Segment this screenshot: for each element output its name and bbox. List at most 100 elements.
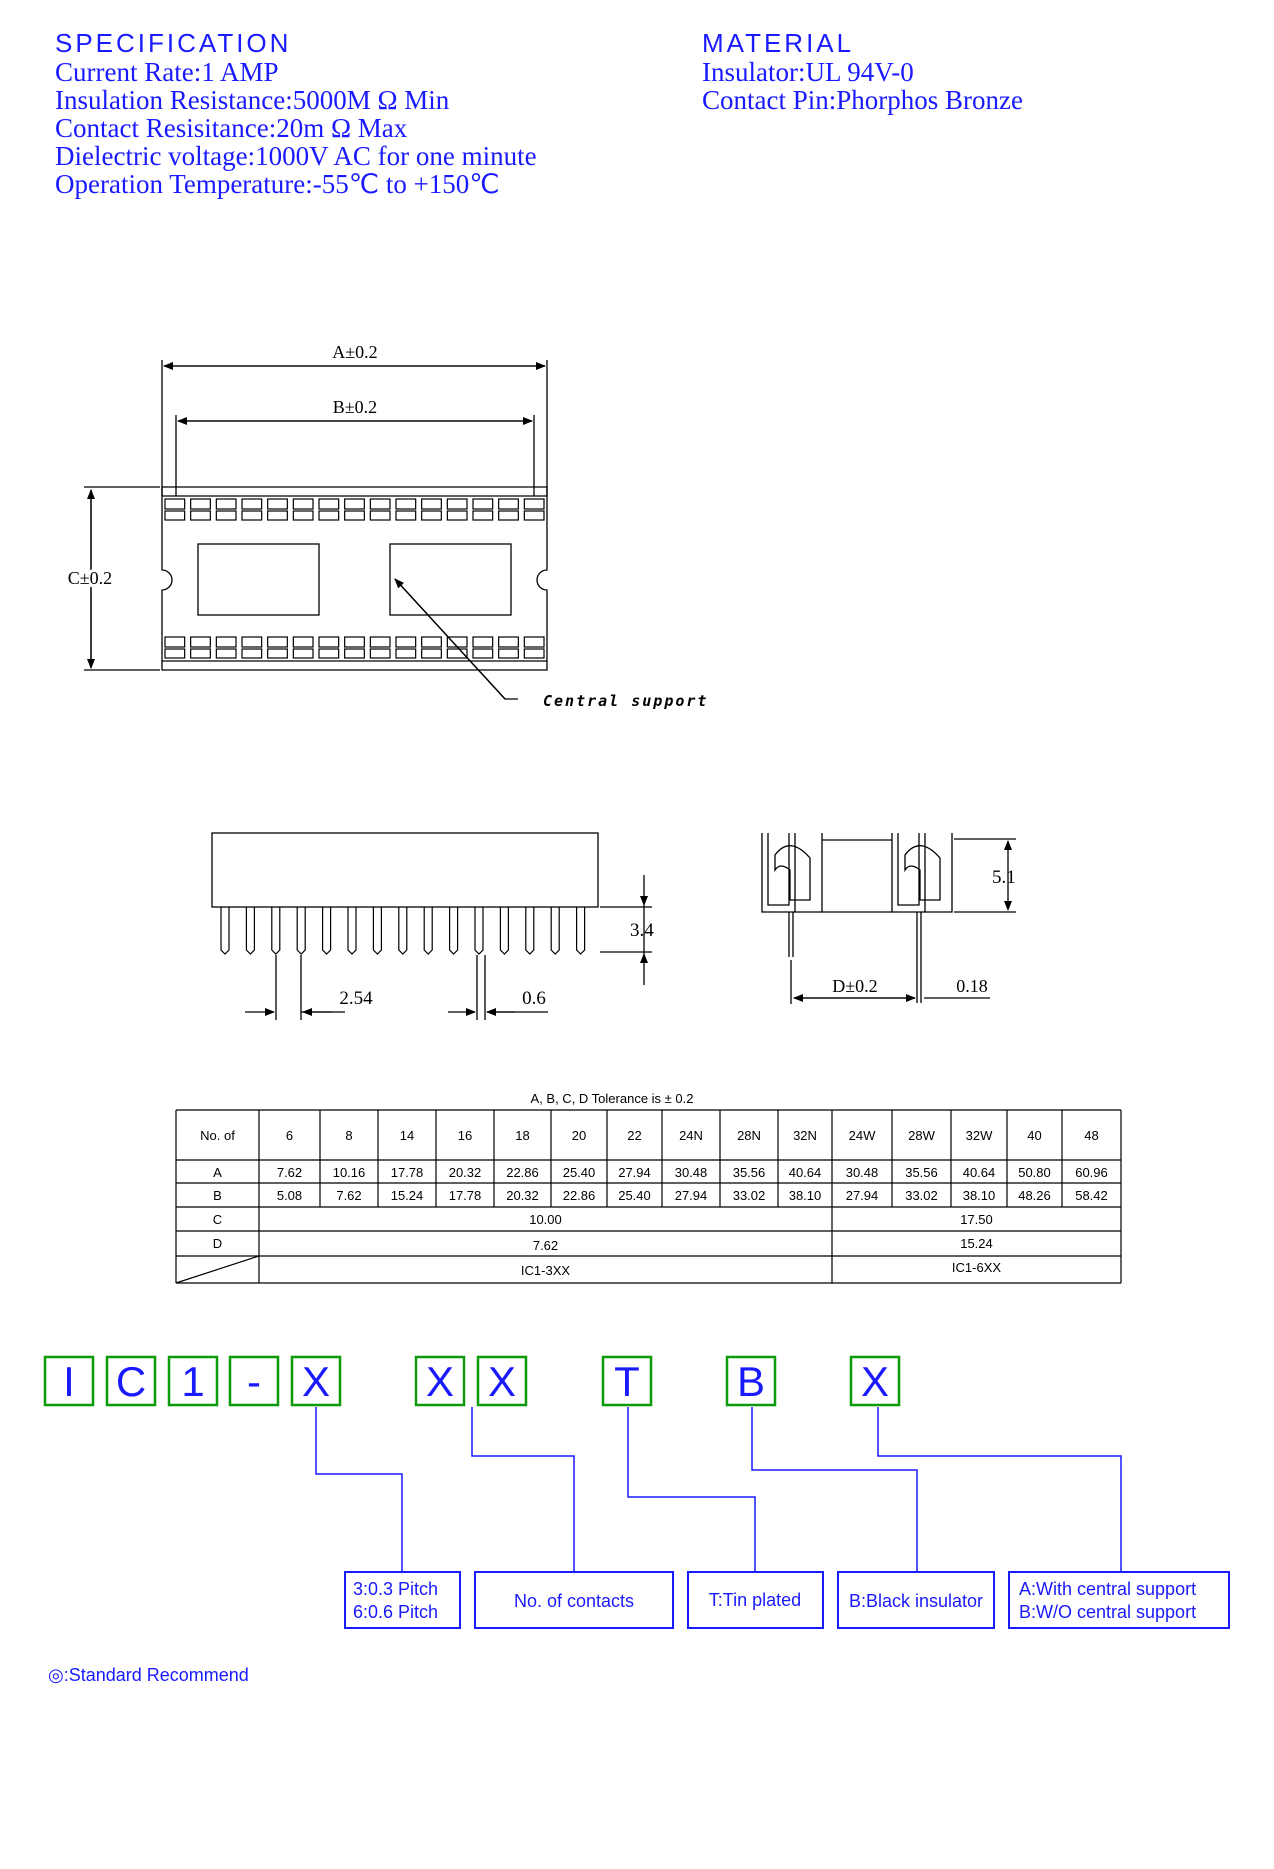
side-pin bbox=[398, 907, 408, 955]
side-pin bbox=[347, 907, 357, 955]
table-row-d-label: D bbox=[213, 1236, 222, 1251]
side-pin bbox=[220, 907, 230, 955]
pin-width-label: 0.6 bbox=[522, 988, 546, 1009]
top-pin-cell-lower-lower bbox=[498, 648, 519, 659]
table-row-a-cell: 30.48 bbox=[675, 1165, 708, 1180]
side-pin bbox=[271, 907, 281, 955]
top-pin-cell-upper-lower bbox=[215, 510, 237, 521]
top-view-pin-cells bbox=[164, 498, 545, 659]
part-code-box bbox=[725, 1355, 777, 1407]
part-code-box bbox=[290, 1355, 342, 1407]
top-pin-cell-lower bbox=[318, 636, 340, 648]
part-code-box bbox=[476, 1355, 528, 1407]
top-pin-cell-lower-lower bbox=[267, 648, 288, 659]
material-contact-pin: Contact Pin:Phorphos Bronze bbox=[702, 85, 1023, 115]
table-row-b-cell: 27.94 bbox=[846, 1188, 879, 1203]
height-label: 5.1 bbox=[992, 867, 1016, 888]
top-pin-cell-lower bbox=[369, 636, 391, 648]
table-series-wide: IC1-6XX bbox=[952, 1260, 1001, 1275]
tin-option-box bbox=[687, 1571, 824, 1629]
side-pin bbox=[245, 907, 255, 955]
top-pin-cell-lower bbox=[267, 636, 288, 648]
support-option-2: B:W/O central support bbox=[1019, 1602, 1196, 1622]
part-code-char: C bbox=[116, 1358, 146, 1405]
top-pin-cell-lower bbox=[446, 636, 468, 648]
top-pin-cell-lower bbox=[292, 636, 314, 648]
table-row-d-wide: 15.24 bbox=[960, 1236, 993, 1251]
table-series-narrow: IC1-3XX bbox=[521, 1263, 570, 1278]
part-code-box bbox=[43, 1355, 95, 1407]
table-row-a-cell: 40.64 bbox=[963, 1165, 996, 1180]
top-pin-cell-lower-lower bbox=[190, 648, 211, 659]
tin-option: T:Tin plated bbox=[709, 1590, 801, 1610]
table-header-cell: 24W bbox=[849, 1128, 876, 1143]
table-caption: A, B, C, D Tolerance is ± 0.2 bbox=[531, 1091, 694, 1106]
top-pin-cell-lower bbox=[241, 636, 263, 648]
table-row-a-cell: 35.56 bbox=[733, 1165, 766, 1180]
table-diagonal bbox=[175, 1255, 260, 1284]
top-pin-cell-upper bbox=[318, 498, 340, 510]
table-row-b-cell: 5.08 bbox=[277, 1188, 302, 1203]
side-pin bbox=[322, 907, 332, 955]
table-header-cell: 24N bbox=[679, 1128, 703, 1143]
table-header-cell: 28N bbox=[737, 1128, 761, 1143]
table-header-cell: 16 bbox=[458, 1128, 472, 1143]
part-code-connectors bbox=[315, 1407, 1122, 1571]
part-code-char: 1 bbox=[181, 1358, 204, 1405]
top-pin-cell-upper-lower bbox=[446, 510, 468, 521]
top-pin-cell-upper-lower bbox=[421, 510, 442, 521]
table-row-b-cell: 38.10 bbox=[963, 1188, 996, 1203]
insulator-option-box bbox=[837, 1571, 995, 1629]
top-pin-cell-upper-lower bbox=[241, 510, 263, 521]
top-pin-cell-upper bbox=[421, 498, 442, 510]
table-row-d-narrow: 7.62 bbox=[533, 1238, 558, 1253]
table-row-a-cell: 60.96 bbox=[1075, 1165, 1108, 1180]
top-pin-cell-lower bbox=[498, 636, 519, 648]
top-pin-cell-upper bbox=[523, 498, 545, 510]
table-row-a-cell: 25.40 bbox=[563, 1165, 596, 1180]
top-pin-cell-upper-lower bbox=[523, 510, 545, 521]
top-pin-cell-upper-lower bbox=[190, 510, 211, 521]
top-pin-cell-lower bbox=[215, 636, 237, 648]
top-pin-cell-lower bbox=[472, 636, 494, 648]
specification-heading: SPECIFICATION bbox=[55, 28, 292, 58]
top-view bbox=[84, 360, 548, 700]
part-code-char: X bbox=[426, 1358, 454, 1405]
table-header-cell: 32N bbox=[793, 1128, 817, 1143]
top-pin-cell-upper bbox=[395, 498, 417, 510]
table-header-cell: 6 bbox=[286, 1128, 293, 1143]
part-code-box bbox=[167, 1355, 219, 1407]
table-row-a-label: A bbox=[213, 1165, 222, 1180]
support-option-1: A:With central support bbox=[1019, 1579, 1196, 1599]
top-pin-cell-lower-lower bbox=[215, 648, 237, 659]
end-view bbox=[761, 833, 1016, 1004]
part-code-char: - bbox=[247, 1358, 261, 1405]
part-code-box bbox=[601, 1355, 653, 1407]
part-code-char: X bbox=[302, 1358, 330, 1405]
top-pin-cell-lower bbox=[344, 636, 365, 648]
top-pin-cell-lower-lower bbox=[446, 648, 468, 659]
pitch-option-1: 3:0.3 Pitch bbox=[353, 1579, 438, 1599]
top-pin-cell-upper-lower bbox=[318, 510, 340, 521]
spec-operation-temperature: Operation Temperature:-55℃ to +150℃ bbox=[55, 169, 500, 199]
table-header-cell: 28W bbox=[908, 1128, 935, 1143]
table-row-a-cell: 50.80 bbox=[1018, 1165, 1051, 1180]
dim-d-label: D±0.2 bbox=[832, 976, 877, 996]
top-pin-cell-upper bbox=[241, 498, 263, 510]
top-pin-cell-upper bbox=[164, 498, 186, 510]
material-insulator: Insulator:UL 94V-0 bbox=[702, 57, 914, 87]
side-view-pins bbox=[220, 907, 586, 955]
side-pin bbox=[296, 907, 306, 955]
table-row-b-cell: 27.94 bbox=[675, 1188, 708, 1203]
top-pin-cell-upper bbox=[190, 498, 211, 510]
top-pin-cell-upper-lower bbox=[344, 510, 365, 521]
table-row-a-cell: 30.48 bbox=[846, 1165, 879, 1180]
insulator-option: B:Black insulator bbox=[849, 1591, 983, 1611]
part-code-char: T bbox=[614, 1358, 640, 1405]
table-row-a-cell: 17.78 bbox=[391, 1165, 424, 1180]
dim-a-label: A±0.2 bbox=[332, 342, 377, 362]
spec-dielectric-voltage: Dielectric voltage:1000V AC for one minu… bbox=[55, 141, 537, 171]
side-pin bbox=[525, 907, 535, 955]
